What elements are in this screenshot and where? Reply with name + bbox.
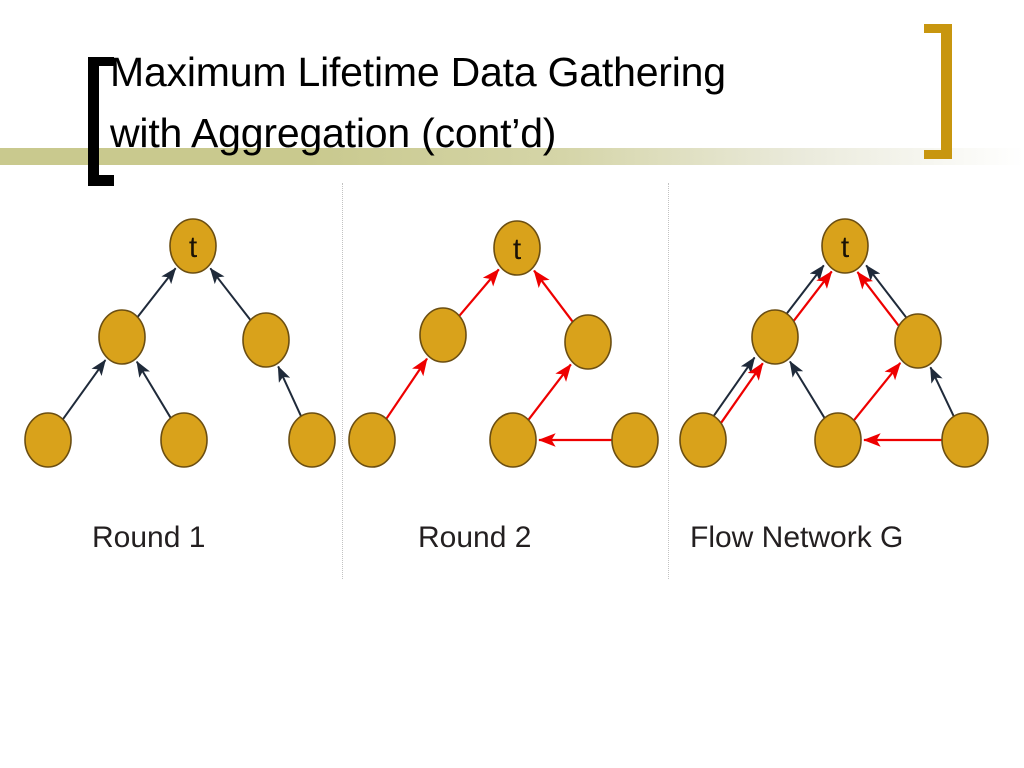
graph-edge-red bbox=[720, 362, 764, 424]
graph-edge-red bbox=[792, 270, 833, 322]
graph-edge-red bbox=[457, 268, 500, 318]
graph-node[interactable] bbox=[160, 412, 208, 468]
graph-node-t[interactable]: t bbox=[169, 218, 217, 274]
node-ellipse bbox=[348, 412, 396, 468]
panel-label-round-1: Round 1 bbox=[92, 521, 206, 554]
graph-node-t[interactable]: t bbox=[493, 220, 541, 276]
graph-node[interactable] bbox=[894, 313, 942, 369]
node-ellipse bbox=[814, 412, 862, 468]
node-ellipse bbox=[941, 412, 989, 468]
node-label: t bbox=[189, 231, 198, 264]
graph-edge-black bbox=[61, 359, 107, 421]
node-ellipse bbox=[489, 412, 537, 468]
graph-node[interactable] bbox=[348, 412, 396, 468]
graph-edge-black bbox=[929, 366, 956, 418]
node-ellipse bbox=[894, 313, 942, 369]
node-ellipse bbox=[679, 412, 727, 468]
graph-node[interactable] bbox=[814, 412, 862, 468]
right-bracket-decoration bbox=[924, 24, 952, 159]
graph-edge-red bbox=[852, 362, 902, 422]
graph-edge-red bbox=[526, 363, 572, 422]
graph-edge-black bbox=[136, 267, 177, 319]
panel-label-flow-network: Flow Network G bbox=[690, 521, 904, 554]
node-label: t bbox=[513, 233, 522, 266]
graph-edge-black bbox=[209, 267, 252, 322]
node-ellipse bbox=[24, 412, 72, 468]
graph-node[interactable] bbox=[98, 309, 146, 365]
graph-node[interactable] bbox=[288, 412, 336, 468]
graph-node[interactable] bbox=[611, 412, 659, 468]
graph-node[interactable] bbox=[564, 314, 612, 370]
node-ellipse bbox=[98, 309, 146, 365]
node-ellipse bbox=[821, 218, 869, 274]
graph-node[interactable] bbox=[419, 307, 467, 363]
node-ellipse bbox=[160, 412, 208, 468]
graph-edge-black bbox=[712, 356, 756, 418]
node-ellipse bbox=[493, 220, 541, 276]
graph-edge-black bbox=[135, 360, 173, 420]
graph-node-t[interactable]: t bbox=[821, 218, 869, 274]
panel-label-round-2: Round 2 bbox=[418, 521, 532, 554]
graph-edge-black bbox=[789, 360, 826, 420]
title-accent-band bbox=[0, 148, 1024, 165]
node-ellipse bbox=[288, 412, 336, 468]
graph-edge-black bbox=[277, 365, 303, 418]
node-label: t bbox=[841, 231, 850, 264]
left-bracket-decoration bbox=[88, 57, 114, 186]
panel-separator-1 bbox=[342, 183, 343, 579]
graph-edge-red bbox=[533, 269, 575, 324]
graph-node[interactable] bbox=[24, 412, 72, 468]
graph-edge-red bbox=[856, 271, 900, 327]
graph-node[interactable] bbox=[751, 309, 799, 365]
node-ellipse bbox=[564, 314, 612, 370]
node-ellipse bbox=[751, 309, 799, 365]
graph-node[interactable] bbox=[489, 412, 537, 468]
node-ellipse bbox=[419, 307, 467, 363]
node-ellipse bbox=[611, 412, 659, 468]
graph-node[interactable] bbox=[941, 412, 989, 468]
graph-node[interactable] bbox=[679, 412, 727, 468]
panel-separator-2 bbox=[668, 183, 669, 579]
graph-edges bbox=[61, 264, 956, 447]
node-ellipse bbox=[242, 312, 290, 368]
page-title: Maximum Lifetime Data Gathering with Agg… bbox=[110, 49, 726, 156]
graph-edge-red bbox=[384, 357, 428, 421]
node-ellipse bbox=[169, 218, 217, 274]
graph-node[interactable] bbox=[242, 312, 290, 368]
